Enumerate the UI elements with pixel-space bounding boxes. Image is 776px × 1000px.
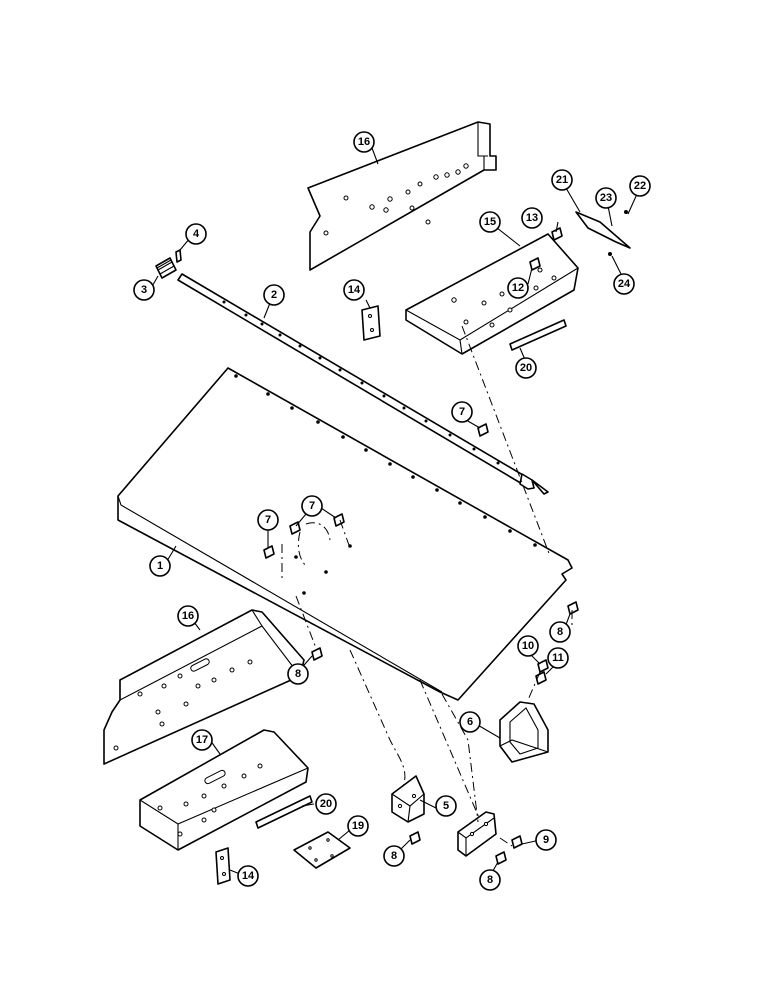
callout-8c: 8 <box>383 845 405 867</box>
svg-text:8: 8 <box>295 668 301 680</box>
plate-part-15 <box>405 233 579 355</box>
bar-part-20-lower <box>255 795 313 829</box>
svg-text:16: 16 <box>358 136 370 148</box>
svg-text:19: 19 <box>352 820 364 832</box>
callout-7c: 7 <box>451 401 473 423</box>
svg-text:1: 1 <box>157 560 163 572</box>
svg-text:23: 23 <box>600 192 612 204</box>
svg-text:3: 3 <box>141 284 147 296</box>
callout-17: 17 <box>191 729 213 751</box>
svg-text:14: 14 <box>348 284 361 296</box>
assembly-lines <box>281 325 573 847</box>
callout-7b: 7 <box>301 495 323 517</box>
svg-text:8: 8 <box>391 850 397 862</box>
svg-text:8: 8 <box>557 626 563 638</box>
svg-text:9: 9 <box>543 834 549 846</box>
svg-text:10: 10 <box>522 640 534 652</box>
plate-part-17 <box>139 729 309 851</box>
svg-text:6: 6 <box>467 716 473 728</box>
callout-20a: 20 <box>515 357 537 379</box>
pin-part-4 <box>175 249 182 263</box>
svg-text:21: 21 <box>556 174 568 186</box>
svg-text:20: 20 <box>520 362 532 374</box>
svg-text:22: 22 <box>634 180 646 192</box>
svg-text:7: 7 <box>265 514 271 526</box>
svg-text:20: 20 <box>320 798 332 810</box>
svg-text:2: 2 <box>271 289 277 301</box>
callout-16a: 16 <box>353 131 375 153</box>
callout-10: 10 <box>517 635 539 657</box>
callout-3: 3 <box>133 279 155 301</box>
bracket-part-5-left <box>391 775 425 823</box>
svg-text:24: 24 <box>618 278 631 290</box>
plate-part-19 <box>293 831 351 869</box>
svg-text:17: 17 <box>196 734 208 746</box>
svg-text:12: 12 <box>512 282 524 294</box>
svg-text:13: 13 <box>526 212 538 224</box>
callout-6: 6 <box>459 711 481 733</box>
bracket-part-6 <box>499 701 549 763</box>
callout-20b: 20 <box>315 793 337 815</box>
callout-7a: 7 <box>257 509 279 531</box>
callout-1: 1 <box>149 555 171 577</box>
plate-part-16-upper <box>307 121 497 271</box>
svg-text:7: 7 <box>459 406 465 418</box>
callout-21: 21 <box>551 169 573 191</box>
svg-text:5: 5 <box>443 800 449 812</box>
bracket-part-5-right <box>457 811 497 857</box>
svg-text:16: 16 <box>182 610 194 622</box>
svg-text:8: 8 <box>487 874 493 886</box>
callout-9: 9 <box>535 829 557 851</box>
svg-text:14: 14 <box>242 870 255 882</box>
callout-8b: 8 <box>287 663 309 685</box>
callout-12: 12 <box>507 277 529 299</box>
plate-part-16-lower <box>103 609 305 765</box>
callout-16b: 16 <box>177 605 199 627</box>
callout-5: 5 <box>435 795 457 817</box>
callout-24: 24 <box>613 273 635 295</box>
svg-text:7: 7 <box>309 500 315 512</box>
wing-part-23 <box>575 211 631 249</box>
svg-text:11: 11 <box>552 652 564 664</box>
callout-14b: 14 <box>237 865 259 887</box>
callout-23: 23 <box>595 187 617 209</box>
bar-part-20-upper <box>509 319 567 351</box>
callout-2: 2 <box>263 284 285 306</box>
callout-8a: 8 <box>549 621 571 643</box>
plate-part-14-lower <box>215 847 231 885</box>
svg-text:15: 15 <box>484 216 496 228</box>
callout-8d: 8 <box>479 869 501 891</box>
callout-13: 13 <box>521 207 543 229</box>
rod-part-2 <box>177 273 549 495</box>
svg-text:4: 4 <box>193 228 200 240</box>
spring-part-3 <box>155 257 177 279</box>
callout-4: 4 <box>185 223 207 245</box>
plate-part-14-upper <box>361 305 381 341</box>
callout-11: 11 <box>547 647 569 669</box>
callout-15: 15 <box>479 211 501 233</box>
callout-19: 19 <box>347 815 369 837</box>
callout-14a: 14 <box>343 279 365 301</box>
hardware <box>263 210 628 865</box>
callout-22: 22 <box>629 175 651 197</box>
